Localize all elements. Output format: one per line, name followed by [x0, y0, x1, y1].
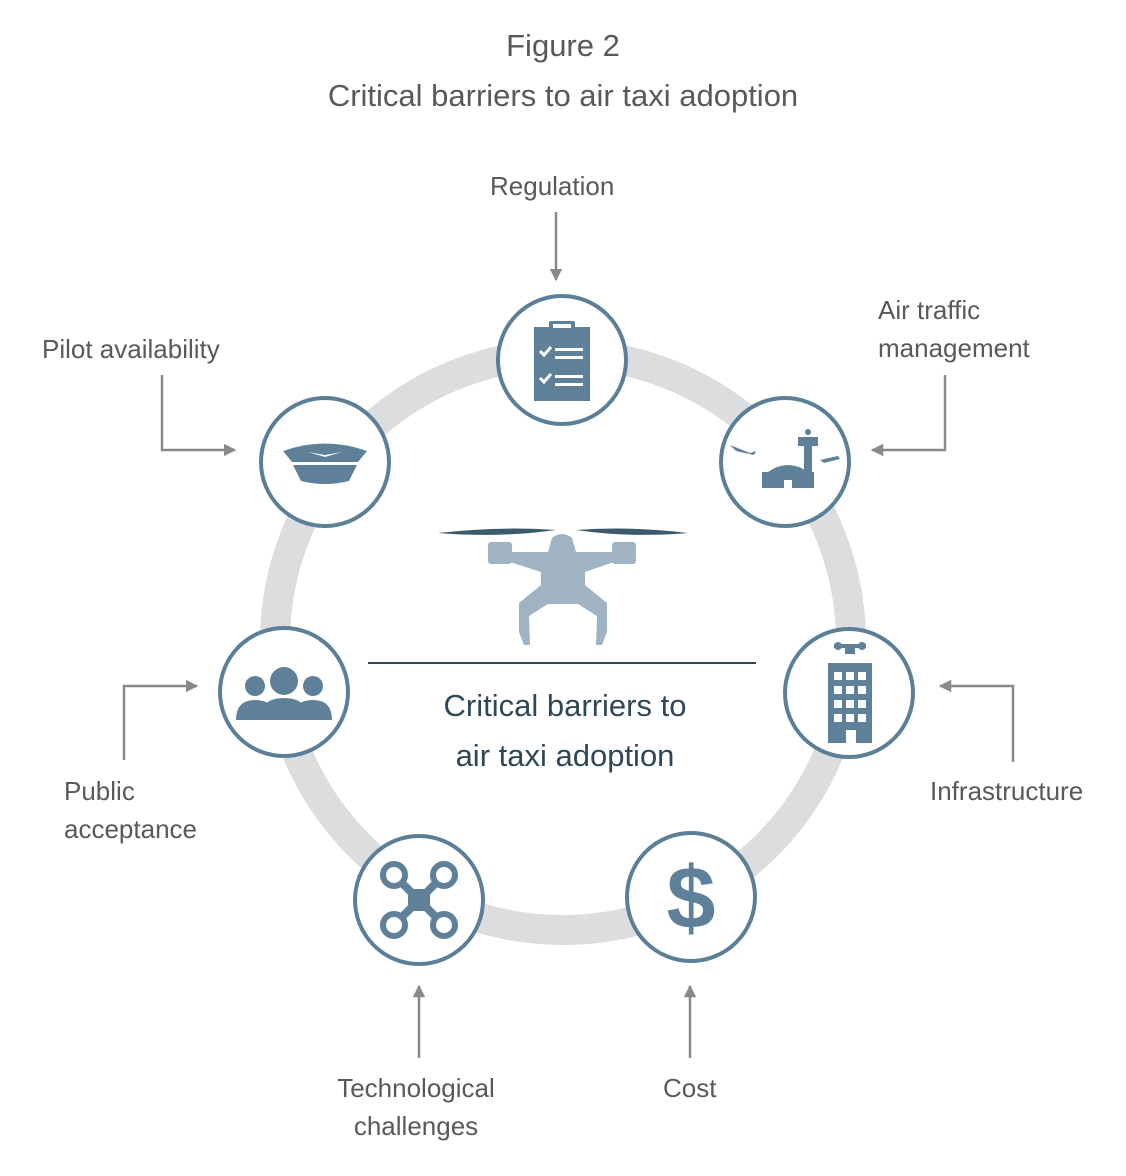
label-public-line2: acceptance	[64, 814, 197, 844]
label-air-traffic-line2: management	[878, 333, 1030, 363]
label-pilot: Pilot availability	[42, 334, 220, 364]
barrier-node-pilot	[259, 396, 391, 528]
label-technology-line1: Technological	[337, 1073, 495, 1103]
barrier-node-air-traffic	[719, 396, 851, 528]
dollar-sign-icon: $	[667, 848, 716, 947]
label-air-traffic-line1: Air traffic	[878, 295, 981, 325]
center-title: Critical barriers to air taxi adoption	[350, 681, 780, 781]
arrows	[122, 212, 1015, 1058]
center-title-line2: air taxi adoption	[455, 738, 675, 773]
label-cost: Cost	[663, 1073, 717, 1103]
arrow-pilot	[160, 375, 237, 457]
pilot-cap-icon	[283, 443, 367, 484]
arrow-public	[122, 679, 199, 760]
barrier-node-cost: $	[625, 831, 757, 963]
building-vertiport-icon	[828, 642, 872, 743]
arrow-air-traffic	[870, 375, 947, 457]
air-taxi-icon	[438, 528, 688, 645]
barrier-node-public	[218, 626, 350, 758]
label-public-line1: Public	[64, 776, 135, 806]
drone-icon	[380, 861, 458, 939]
figure-number: Figure 2	[506, 28, 620, 63]
arrow-infrastructure	[938, 679, 1015, 762]
airport-control-tower-icon	[730, 429, 840, 488]
label-regulation: Regulation	[490, 171, 615, 201]
figure-title: Critical barriers to air taxi adoption	[327, 78, 799, 113]
label-infrastructure: Infrastructure	[930, 776, 1084, 806]
barrier-node-technology	[353, 834, 485, 966]
people-group-icon	[236, 667, 332, 720]
clipboard-checklist-icon	[534, 321, 590, 401]
label-public: Public acceptance	[64, 772, 197, 848]
center-title-line1: Critical barriers to	[443, 688, 687, 723]
label-air-traffic: Air traffic management	[878, 291, 1030, 367]
barrier-node-regulation	[496, 294, 628, 426]
label-technology: Technological challenges	[330, 1069, 502, 1145]
barrier-node-infrastructure	[783, 627, 915, 759]
label-technology-line2: challenges	[353, 1111, 479, 1141]
